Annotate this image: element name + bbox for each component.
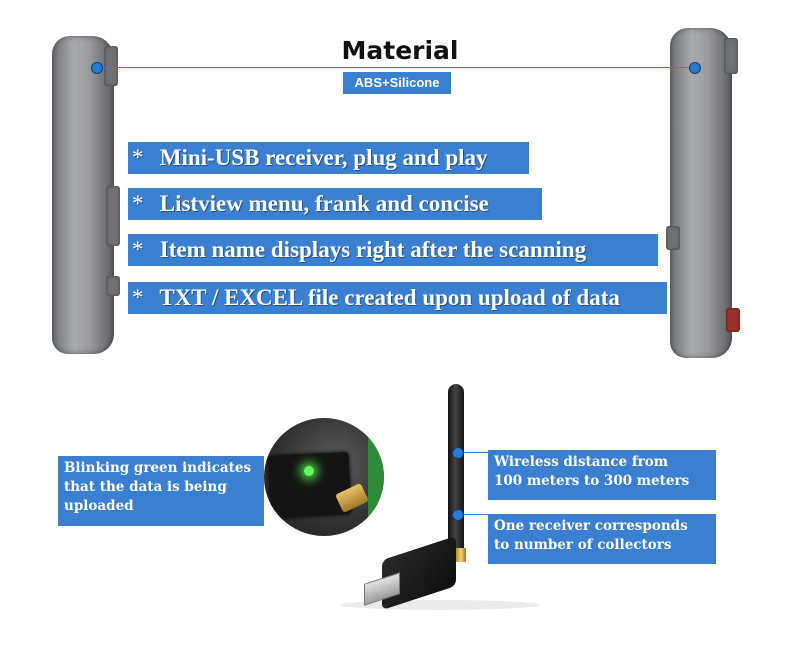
feature-text: Mini-USB receiver, plug and play [159, 145, 488, 170]
receiver-led-photo [264, 418, 384, 536]
feature-bullet: * [132, 285, 144, 310]
receiver-shadow [340, 600, 540, 610]
scanner-left-image [52, 36, 120, 354]
scanner-right-image [666, 28, 740, 358]
distance-callout-line: 100 meters to 300 meters [494, 473, 690, 489]
led-callout-line: uploaded [64, 498, 134, 514]
feature-text: Listview menu, frank and concise [159, 191, 489, 216]
feature-item-usb: * Mini-USB receiver, plug and play [128, 142, 529, 174]
feature-item-listview: * Listview menu, frank and concise [128, 188, 542, 220]
led-callout-line: that the data is being [64, 479, 227, 495]
distance-connector-line [458, 452, 490, 453]
receiver-callout-line: to number of collectors [494, 537, 672, 553]
feature-bullet: * [132, 191, 144, 216]
material-badge: ABS+Silicone [343, 72, 451, 94]
feature-bullet: * [132, 237, 144, 262]
usb-receiver-image [382, 535, 456, 611]
led-green-indicator [304, 466, 314, 476]
feature-bullet: * [132, 145, 144, 170]
distance-marker [452, 447, 464, 459]
material-marker-right [689, 62, 701, 74]
antenna-connector [456, 548, 466, 562]
feature-text: TXT / EXCEL file created upon upload of … [159, 285, 620, 310]
material-title: Material [341, 36, 459, 65]
receiver-marker [452, 509, 464, 521]
material-connector-line [96, 67, 696, 68]
feature-text: Item name displays right after the scann… [159, 237, 587, 262]
distance-callout-line: Wireless distance from [494, 454, 669, 470]
distance-callout: Wireless distance from 100 meters to 300… [488, 450, 716, 500]
feature-item-txt-excel: * TXT / EXCEL file created upon upload o… [128, 282, 667, 314]
antenna-image [448, 384, 464, 560]
receiver-callout: One receiver corresponds to number of co… [488, 514, 716, 564]
receiver-connector-line [458, 514, 490, 515]
receiver-callout-line: One receiver corresponds [494, 518, 688, 534]
led-callout: Blinking green indicates that the data i… [58, 456, 264, 526]
material-marker-left [91, 62, 103, 74]
feature-item-item-name: * Item name displays right after the sca… [128, 234, 658, 266]
led-callout-line: Blinking green indicates [64, 460, 252, 476]
